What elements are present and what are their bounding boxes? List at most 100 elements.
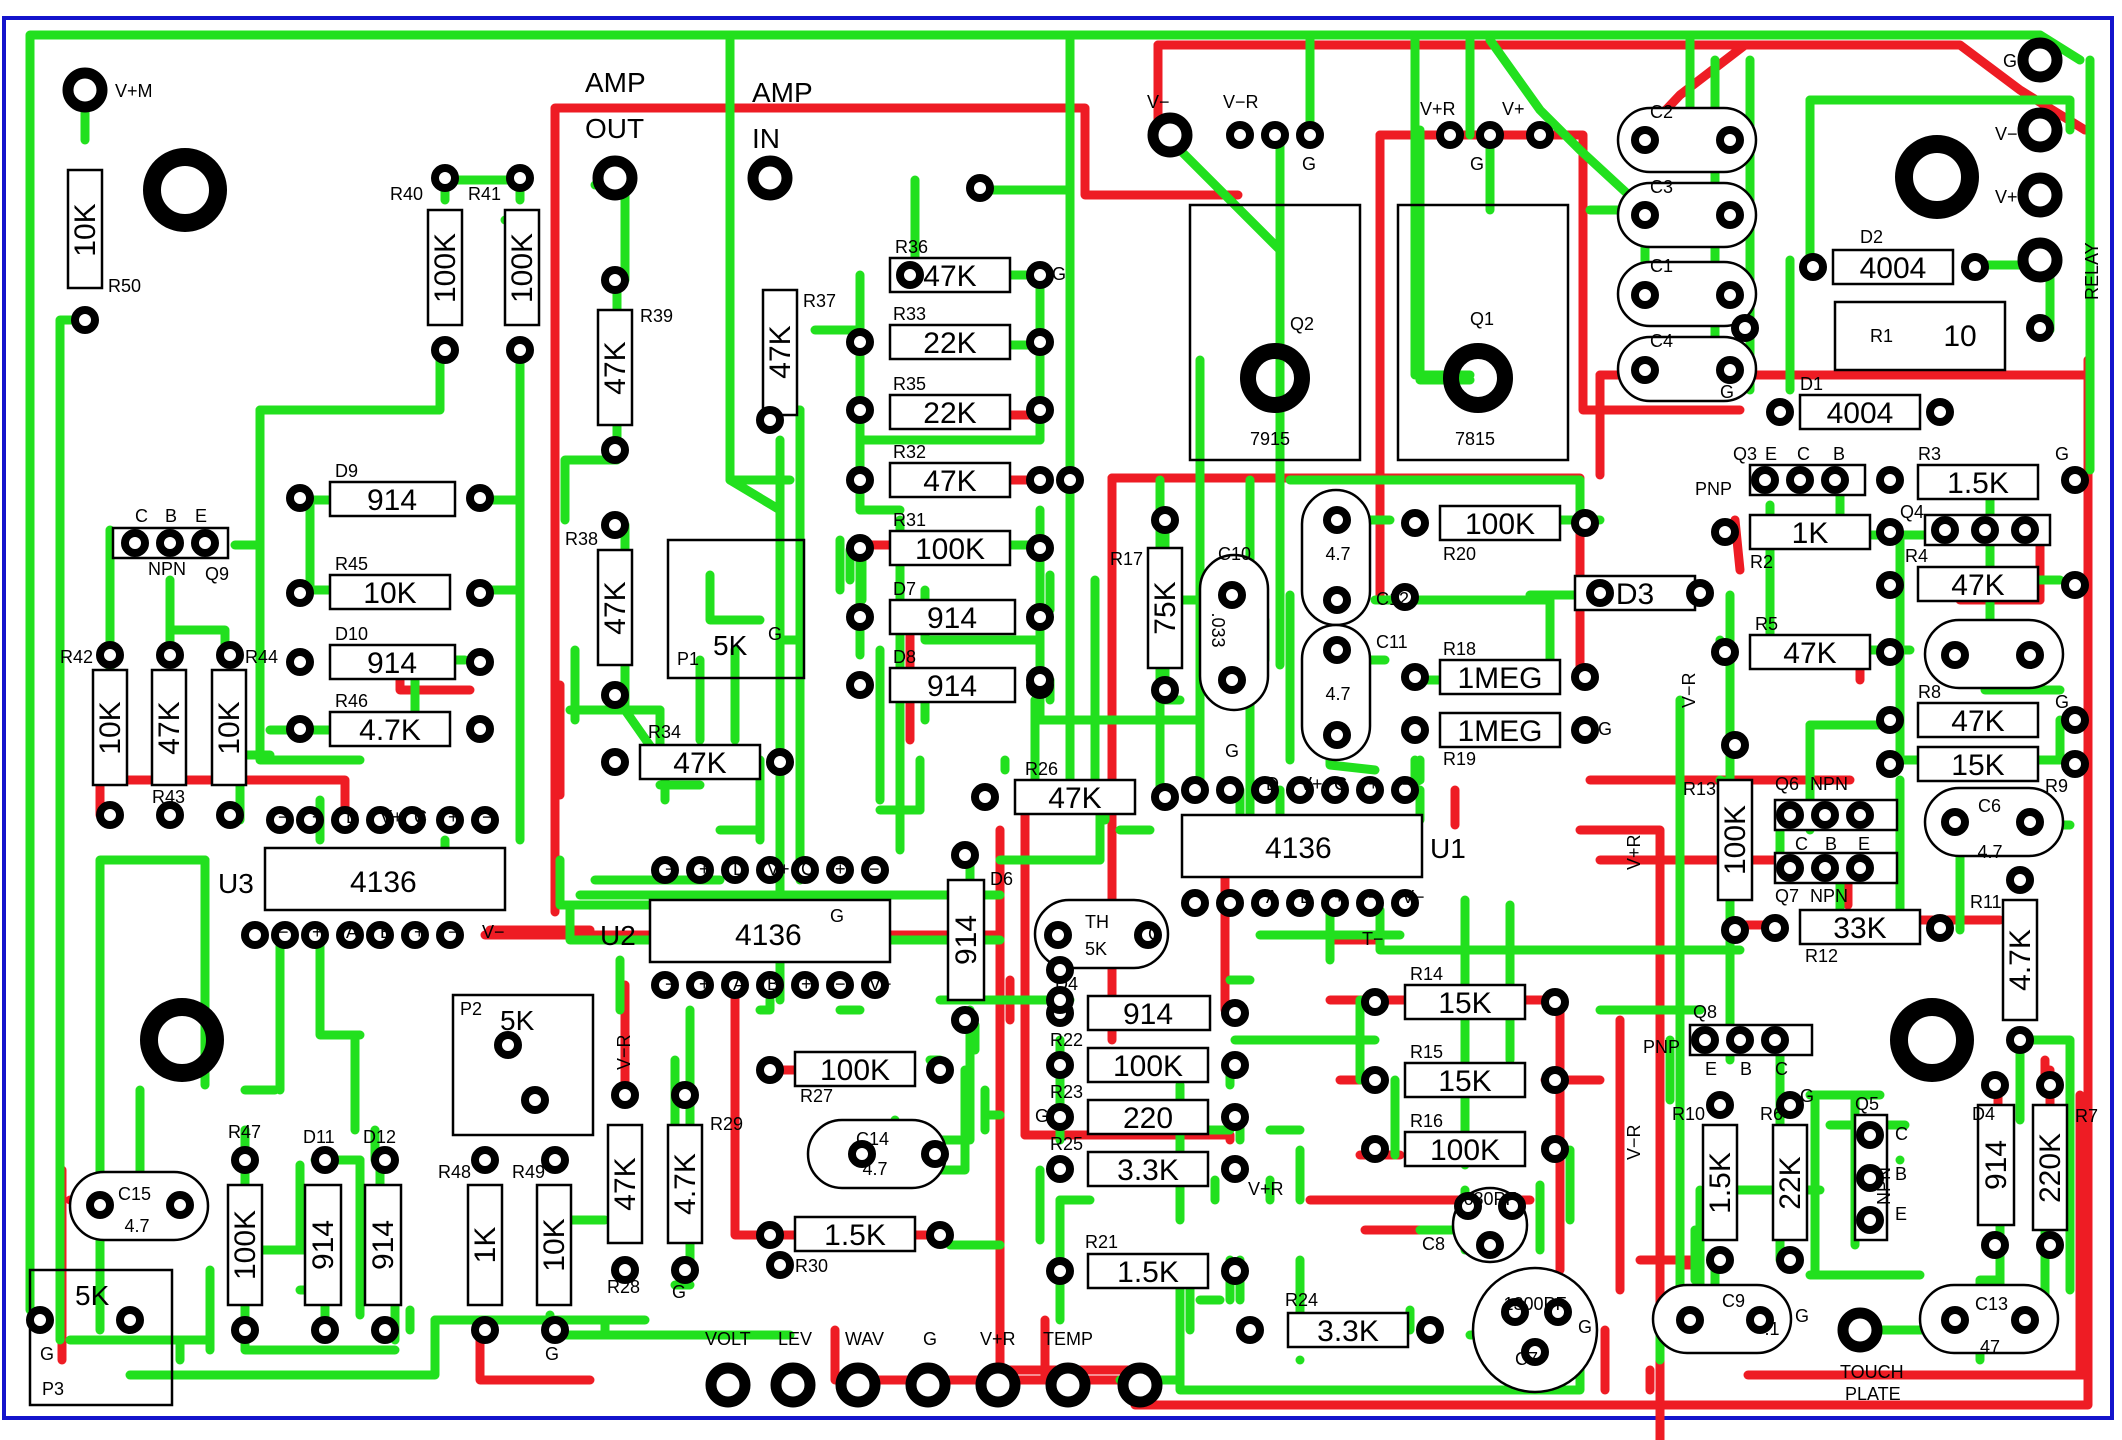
pad	[366, 921, 394, 949]
diode-d4	[1086, 994, 1212, 1032]
pad	[2016, 808, 2044, 836]
pad	[466, 715, 494, 743]
q1-value: 7815	[1455, 429, 1495, 449]
pad	[1391, 889, 1419, 917]
ic-pin-top: −	[482, 807, 493, 827]
pad	[1046, 956, 1074, 984]
capacitor-value-c9: .1	[1764, 1319, 1779, 1339]
connector-extra-pad[interactable]	[1117, 1362, 1163, 1408]
ic-pin-top: D	[1266, 774, 1279, 794]
resistor-r24	[1286, 1311, 1410, 1349]
pad	[1961, 253, 1989, 281]
relay-g-pad[interactable]	[2017, 37, 2063, 83]
pad	[1856, 1206, 1884, 1234]
relay-coil-pad[interactable]	[2017, 237, 2063, 283]
connector-g-pad[interactable]	[905, 1362, 951, 1408]
pad	[686, 971, 714, 999]
capacitor-c11	[1300, 623, 1372, 762]
capacitor-value-c7: 1300PF	[1503, 1294, 1566, 1314]
pad	[1286, 889, 1314, 917]
resistor-r26	[1013, 778, 1137, 816]
resistor-ref-r6: R6	[1760, 1104, 1783, 1124]
regulator-q2-body	[1188, 203, 1362, 462]
u2-value: 4136	[735, 919, 802, 952]
capacitor-c3	[1616, 181, 1758, 249]
relay-label: RELAY	[2082, 242, 2102, 300]
capacitor-value-c6: 4.7	[1977, 842, 2002, 862]
resistor-value-r44: 10K	[213, 701, 246, 754]
connector-vr-pad[interactable]	[975, 1362, 1021, 1408]
diode-d6	[946, 878, 986, 1002]
touch-plate-pad[interactable]	[1837, 1307, 1883, 1353]
diode-value-3: 914	[927, 670, 977, 703]
pad	[846, 396, 874, 424]
pad	[156, 529, 184, 557]
pad	[826, 971, 854, 999]
q1-pin-vr: V+R	[1420, 99, 1456, 119]
pad	[1026, 261, 1054, 289]
pad	[1716, 356, 1744, 384]
pot-p1	[666, 538, 806, 680]
pad	[1218, 581, 1246, 609]
connector-lev-pad[interactable]	[770, 1362, 816, 1408]
ic-pin-bottom: +	[1232, 887, 1243, 907]
pad	[2061, 466, 2089, 494]
pad	[2016, 641, 2044, 669]
resistor-r6	[1771, 1123, 1809, 1242]
regulator-q2-vm-pad[interactable]	[1147, 112, 1193, 158]
relay-vminus-pad[interactable]	[2017, 107, 2063, 153]
pad	[1251, 776, 1279, 804]
resistor-ref-r15: R15	[1410, 1042, 1443, 1062]
resistor-r32	[888, 461, 1012, 499]
resistor-r39	[596, 308, 634, 427]
capacitor-ref-c14: C14	[856, 1129, 889, 1149]
pad	[1811, 854, 1839, 882]
ic-pin-bottom: +	[699, 974, 710, 994]
vr-label-b: V−R	[1624, 1124, 1644, 1160]
diode-value-9: 4004	[1860, 252, 1927, 285]
connector-temp-pad[interactable]	[1045, 1362, 1091, 1408]
mounting-hole-tr	[1895, 135, 1979, 219]
p3-pin: G	[40, 1344, 54, 1364]
p1-ref: P1	[677, 649, 699, 669]
diode-d8	[888, 666, 1017, 704]
connector-wav-pad[interactable]	[835, 1362, 881, 1408]
ic-pin-bottom: A	[733, 974, 745, 994]
pad	[611, 1081, 639, 1109]
q8-pin-b: B	[1740, 1059, 1752, 1079]
q5-pin-c: C	[1895, 1124, 1908, 1144]
diode-ref-9: D2	[1860, 227, 1883, 247]
pad	[436, 806, 464, 834]
jack-amp-out-pad[interactable]	[592, 155, 638, 201]
capacitor-c13	[1471, 1266, 1599, 1394]
connector-volt-pad[interactable]	[705, 1362, 751, 1408]
vplusr-label-b: V+R	[1248, 1179, 1284, 1199]
capacitor-c10	[1198, 553, 1270, 712]
pad	[1026, 534, 1054, 562]
ic-pin-top: +	[699, 859, 710, 879]
resistor-r41	[503, 208, 541, 327]
pad	[116, 1306, 144, 1334]
pad	[2011, 1306, 2039, 1334]
relay-vplus-pad[interactable]	[2017, 172, 2063, 218]
pad	[951, 1006, 979, 1034]
pad	[156, 641, 184, 669]
relay-pin-g: G	[2003, 51, 2017, 71]
pad	[371, 1316, 399, 1344]
g-label-c6: G	[1795, 1306, 1809, 1326]
diode-d2	[1831, 248, 1955, 286]
mounting-holes	[140, 135, 1979, 1082]
connector-volt-label: VOLT	[705, 1329, 751, 1349]
jack-vm-pad[interactable]	[62, 67, 108, 113]
regulator-q2-tab	[1240, 343, 1310, 413]
pad	[436, 921, 464, 949]
pad	[766, 748, 794, 776]
ic-pin-top: D	[733, 859, 746, 879]
pad	[1786, 466, 1814, 494]
jack-amp-in-pad[interactable]	[747, 155, 793, 201]
g-label-r29: G	[672, 1282, 686, 1302]
pad	[301, 921, 329, 949]
diode-d11	[303, 1183, 343, 1307]
resistor-r46	[328, 710, 452, 748]
